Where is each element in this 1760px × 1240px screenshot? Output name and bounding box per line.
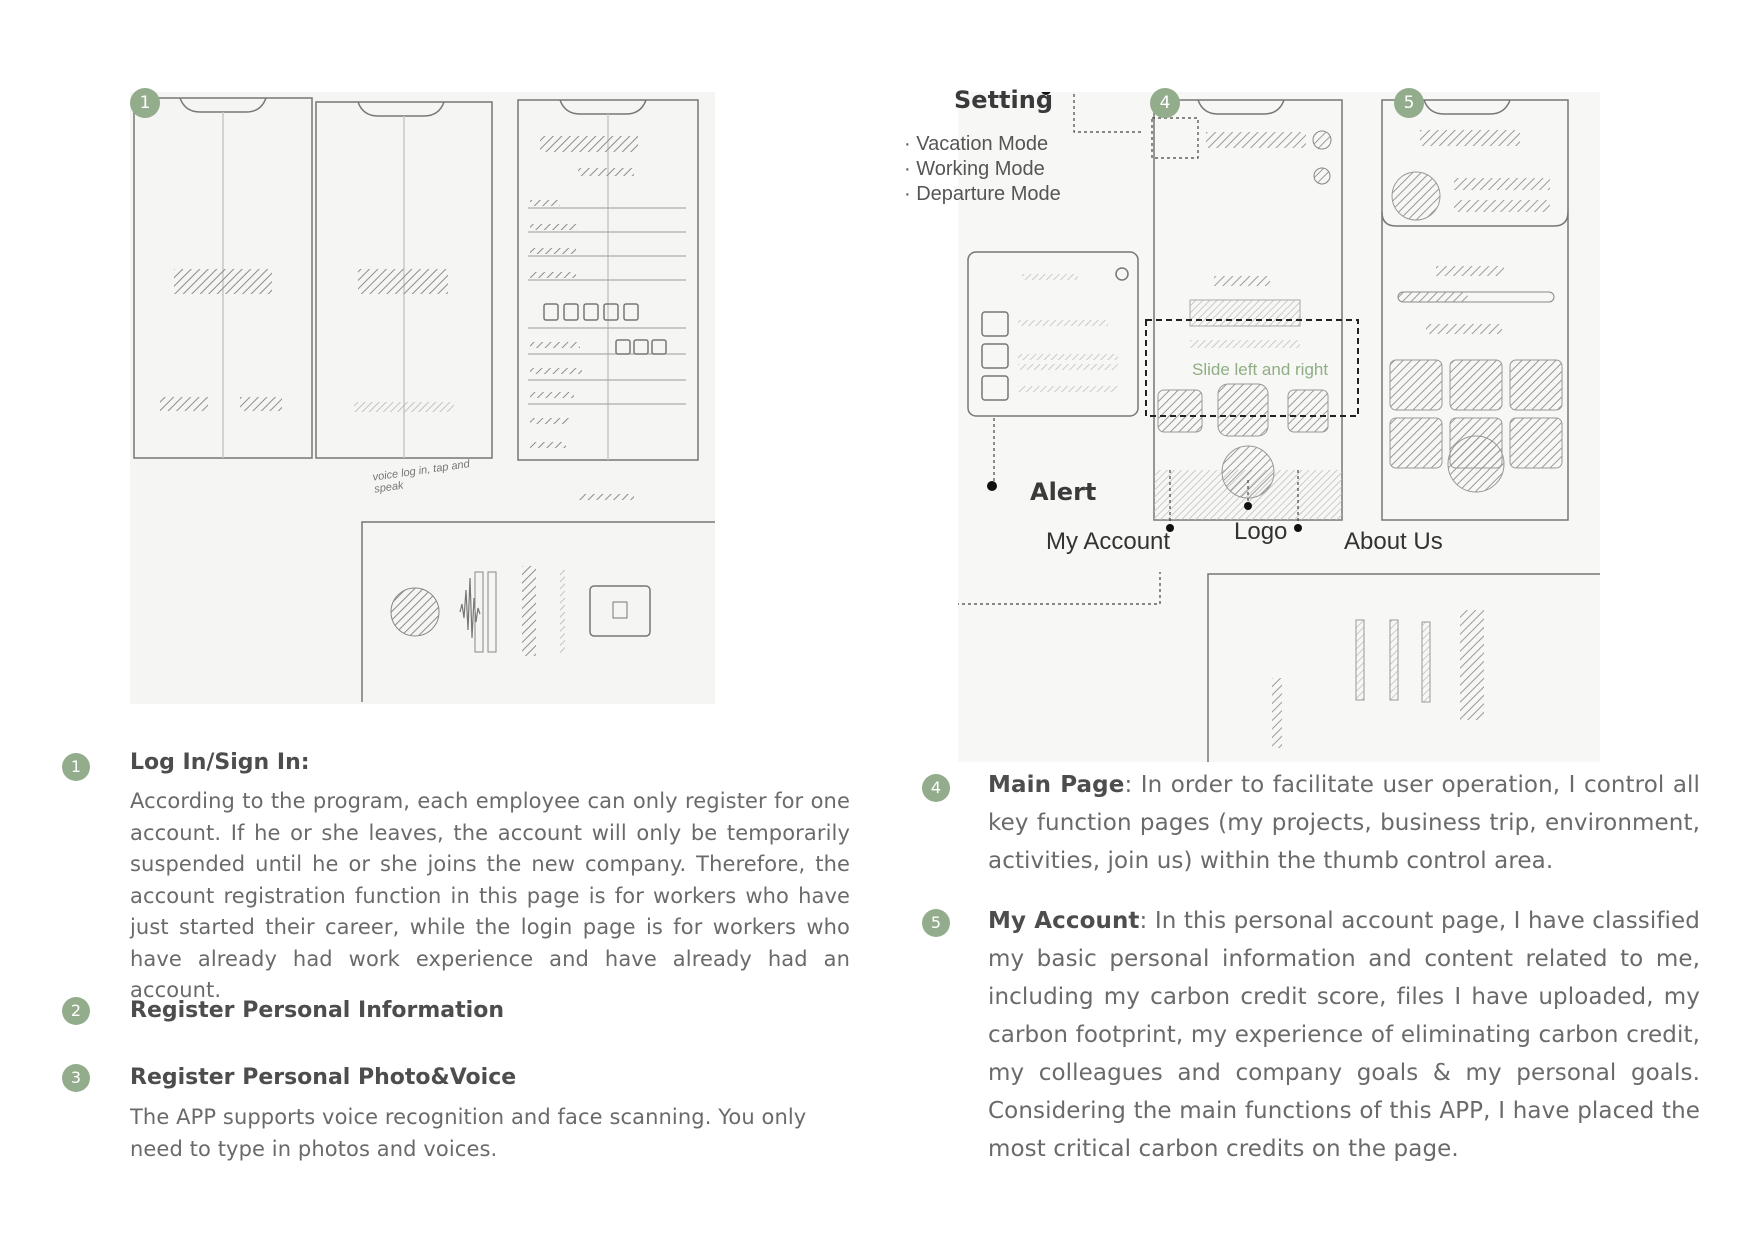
badge-step-1-sketch: 1	[130, 88, 160, 118]
main-page-body: : In order to facilitate user operation,…	[988, 772, 1700, 874]
sketch-main-account-screens	[958, 92, 1600, 762]
my-account-label: My Account	[1046, 528, 1171, 555]
badge-step-3: 3	[62, 1064, 90, 1092]
main-page-title: Main Page	[988, 772, 1125, 798]
login-description: According to the program, each employee …	[130, 789, 850, 1002]
bottom-panel-sketch	[1207, 573, 1600, 762]
sketch-login-screens: voice log in, tap and speak	[130, 92, 715, 704]
mode-list: · Vacation Mode · Working Mode · Departu…	[904, 132, 1061, 207]
login-wireframe-drawing	[133, 97, 715, 702]
register-photo-title: Register Personal Photo&Voice	[130, 1065, 517, 1090]
badge-step-4: 4	[922, 774, 950, 802]
my-account-title: My Account	[988, 908, 1140, 934]
my-account-description: My Account: In this personal account pag…	[988, 902, 1700, 1168]
alert-popup-sketch	[967, 251, 1139, 417]
mode-vacation: · Vacation Mode	[904, 133, 1049, 155]
slide-label: Slide left and right	[1192, 360, 1329, 379]
login-title: Log In/Sign In:	[130, 750, 310, 775]
badge-step-5: 5	[922, 909, 950, 937]
logo-label: Logo	[1234, 518, 1288, 545]
setting-label: Setting	[954, 86, 1053, 114]
slide-area-box	[1145, 319, 1359, 417]
mode-departure: · Departure Mode	[904, 183, 1061, 205]
callout-lines	[958, 92, 1299, 605]
alert-label: Alert	[1030, 478, 1097, 506]
register-info-title: Register Personal Information	[130, 998, 504, 1023]
badge-step-5-sketch: 5	[1394, 88, 1424, 118]
badge-step-1: 1	[62, 753, 90, 781]
phone-my-account	[1381, 99, 1569, 521]
main-page-description: Main Page: In order to facilitate user o…	[988, 766, 1700, 880]
about-us-label: About Us	[1344, 528, 1443, 555]
my-account-body: : In this personal account page, I have …	[988, 908, 1700, 1162]
phone-voice-photo	[361, 521, 715, 702]
badge-step-4-sketch: 4	[1150, 88, 1180, 118]
mode-working: · Working Mode	[904, 158, 1045, 180]
main-page-wireframe-drawing	[958, 92, 1600, 762]
register-photo-description: The APP supports voice recognition and f…	[130, 1105, 807, 1161]
badge-step-2: 2	[62, 997, 90, 1025]
